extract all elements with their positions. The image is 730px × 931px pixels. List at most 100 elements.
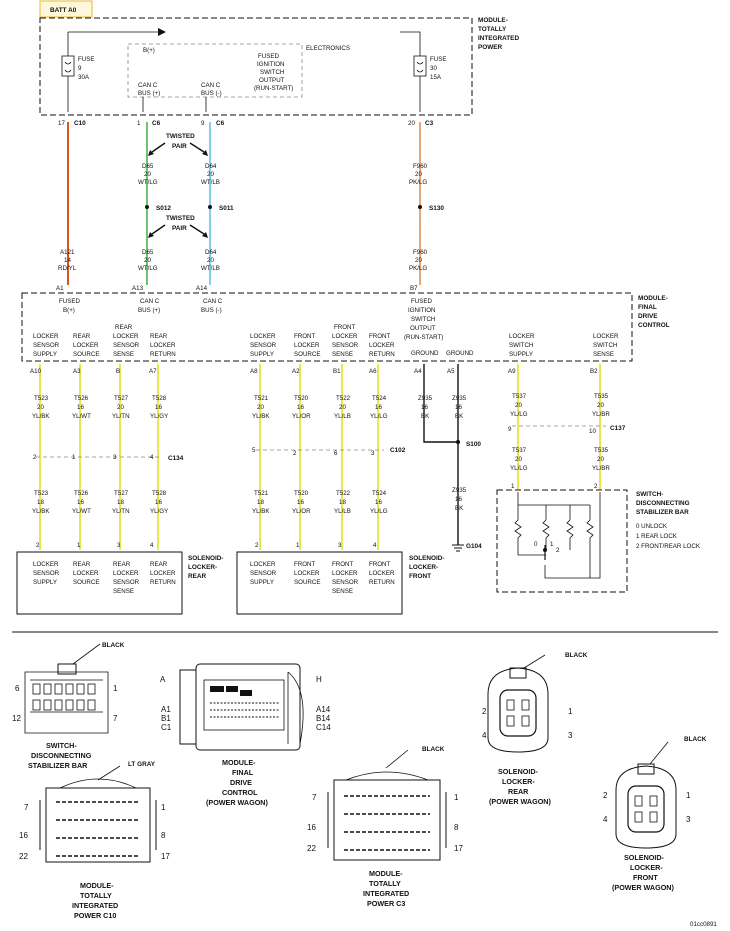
svg-text:LOCKER: LOCKER — [332, 333, 358, 340]
batt-a0-label: BATT A0 — [50, 7, 77, 14]
svg-text:5: 5 — [252, 447, 256, 454]
svg-text:16: 16 — [297, 404, 304, 411]
svg-text:9: 9 — [78, 65, 82, 72]
svg-text:LOCKER: LOCKER — [150, 342, 176, 349]
svg-text:MODULE-: MODULE- — [478, 17, 508, 24]
svg-text:LOCKER: LOCKER — [294, 570, 320, 577]
svg-text:DRIVE: DRIVE — [230, 778, 252, 787]
svg-text:22: 22 — [19, 852, 28, 861]
svg-text:FUSED: FUSED — [59, 298, 81, 305]
svg-text:A14: A14 — [196, 285, 208, 292]
svg-text:7: 7 — [312, 793, 317, 802]
svg-text:SOLENOID-: SOLENOID- — [498, 767, 539, 776]
c102-label: C102 — [390, 447, 406, 454]
wire-label-d65-a: D65 20 WT/LG — [138, 163, 158, 186]
fdc-label-rear-locker-source: REAR LOCKER SOURCE — [73, 333, 99, 358]
svg-text:YL/BK: YL/BK — [32, 413, 50, 420]
svg-text:LOCKER: LOCKER — [250, 333, 276, 340]
conn4-title: MODULE- TOTALLY INTEGRATED POWER C10 — [72, 881, 118, 920]
splice-s100-label: S100 — [466, 441, 481, 448]
svg-text:SUPPLY: SUPPLY — [33, 351, 57, 358]
svg-text:TOTALLY: TOTALLY — [478, 26, 507, 33]
c137-label: C137 — [610, 425, 626, 432]
conn1-color: BLACK — [102, 642, 125, 649]
svg-text:16: 16 — [77, 404, 84, 411]
wire-label-f960-a: F960 20 PK/LG — [409, 163, 428, 186]
svg-text:LOCKER: LOCKER — [250, 561, 276, 568]
svg-text:CAN C: CAN C — [203, 298, 223, 305]
svg-text:20: 20 — [597, 402, 604, 409]
svg-text:0 UNLOCK: 0 UNLOCK — [636, 523, 668, 530]
fdc-pin-a1: A1 FUSED B(+) — [56, 285, 81, 314]
svg-text:POWER C3: POWER C3 — [367, 899, 405, 908]
svg-text:IGNITION: IGNITION — [408, 307, 436, 314]
svg-text:A2: A2 — [292, 368, 300, 375]
svg-text:YL/TN: YL/TN — [112, 413, 130, 420]
svg-text:CAN C: CAN C — [201, 82, 221, 89]
svg-text:A9: A9 — [508, 368, 516, 375]
svg-text:LOCKER: LOCKER — [73, 570, 99, 577]
rear-solenoid-title: SOLENOID- LOCKER- REAR — [188, 555, 224, 580]
conn2-pins: A H A1 B1 C1 A14 B14 C14 — [160, 675, 331, 732]
svg-text:A8: A8 — [250, 368, 258, 375]
svg-text:GROUND: GROUND — [411, 350, 439, 357]
bus-arrow-icon — [158, 28, 166, 36]
c102-pins: 5 2 6 3 — [252, 447, 375, 457]
svg-text:17: 17 — [161, 852, 170, 861]
svg-text:FUSED: FUSED — [258, 53, 280, 60]
svg-text:C6: C6 — [152, 120, 161, 127]
svg-text:MODULE-: MODULE- — [80, 881, 114, 890]
svg-text:YL/GY: YL/GY — [150, 508, 168, 515]
tip-connector-c6-1: 1 C6 — [137, 120, 161, 127]
svg-text:FRONT: FRONT — [294, 333, 316, 340]
svg-text:1 REAR LOCK: 1 REAR LOCK — [636, 533, 678, 540]
conn3-color: BLACK — [565, 652, 588, 659]
front-solenoid-box — [236, 551, 403, 615]
svg-text:T523: T523 — [34, 490, 49, 497]
svg-text:A7: A7 — [149, 368, 157, 375]
svg-text:16: 16 — [375, 404, 382, 411]
rear-solenoid-end-pins: 2 1 3 4 — [36, 542, 154, 549]
svg-text:(POWER WAGON): (POWER WAGON) — [206, 798, 268, 807]
svg-text:RETURN: RETURN — [150, 351, 176, 358]
fdc-label-front-locker-source: FRONT LOCKER SOURCE — [294, 333, 320, 358]
svg-text:SWITCH: SWITCH — [411, 316, 435, 323]
conn3-title: SOLENOID- LOCKER- REAR (POWER WAGON) — [489, 767, 551, 806]
svg-text:REAR: REAR — [508, 787, 529, 796]
svg-text:REAR: REAR — [150, 333, 168, 340]
svg-text:30: 30 — [430, 65, 437, 72]
svg-text:7: 7 — [24, 803, 29, 812]
svg-text:TOTALLY: TOTALLY — [80, 891, 112, 900]
fuse-9-label: FUSE 9 30A — [78, 56, 95, 81]
svg-text:A4: A4 — [414, 368, 422, 375]
fdc-pin-a14: A14 CAN C BUS (-) — [196, 285, 223, 314]
svg-text:Z935: Z935 — [452, 487, 467, 494]
svg-text:F960: F960 — [413, 163, 428, 170]
svg-text:T524: T524 — [372, 395, 387, 402]
svg-text:REAR: REAR — [73, 333, 91, 340]
svg-text:1: 1 — [454, 793, 459, 802]
svg-text:Z935: Z935 — [452, 395, 467, 402]
conn5-title: MODULE- TOTALLY INTEGRATED POWER C3 — [363, 869, 409, 908]
fdc-label-rear-locker-sensor-sense: REAR LOCKER SENSOR SENSE — [113, 324, 140, 358]
front-solenoid-end-pins: 2 1 3 4 — [255, 542, 377, 549]
svg-text:1: 1 — [568, 707, 573, 716]
svg-text:3: 3 — [338, 542, 342, 549]
connector-switch-stabilizer-icon — [24, 643, 109, 734]
svg-text:T535: T535 — [594, 393, 609, 400]
svg-text:SENSOR: SENSOR — [250, 570, 277, 577]
svg-text:8: 8 — [161, 831, 166, 840]
svg-text:2: 2 — [482, 707, 487, 716]
fdc-label-locker-sensor-supply-rear: LOCKER SENSOR SUPPLY — [33, 333, 60, 358]
connector-fdc-icon — [179, 663, 304, 751]
svg-text:4: 4 — [603, 815, 608, 824]
svg-text:1: 1 — [72, 454, 76, 461]
svg-text:LOCKER: LOCKER — [332, 570, 358, 577]
svg-text:4: 4 — [150, 542, 154, 549]
svg-text:YL/WT: YL/WT — [72, 508, 91, 515]
c134-label: C134 — [168, 455, 184, 462]
conn1-pins: 6 1 12 7 — [12, 684, 118, 723]
